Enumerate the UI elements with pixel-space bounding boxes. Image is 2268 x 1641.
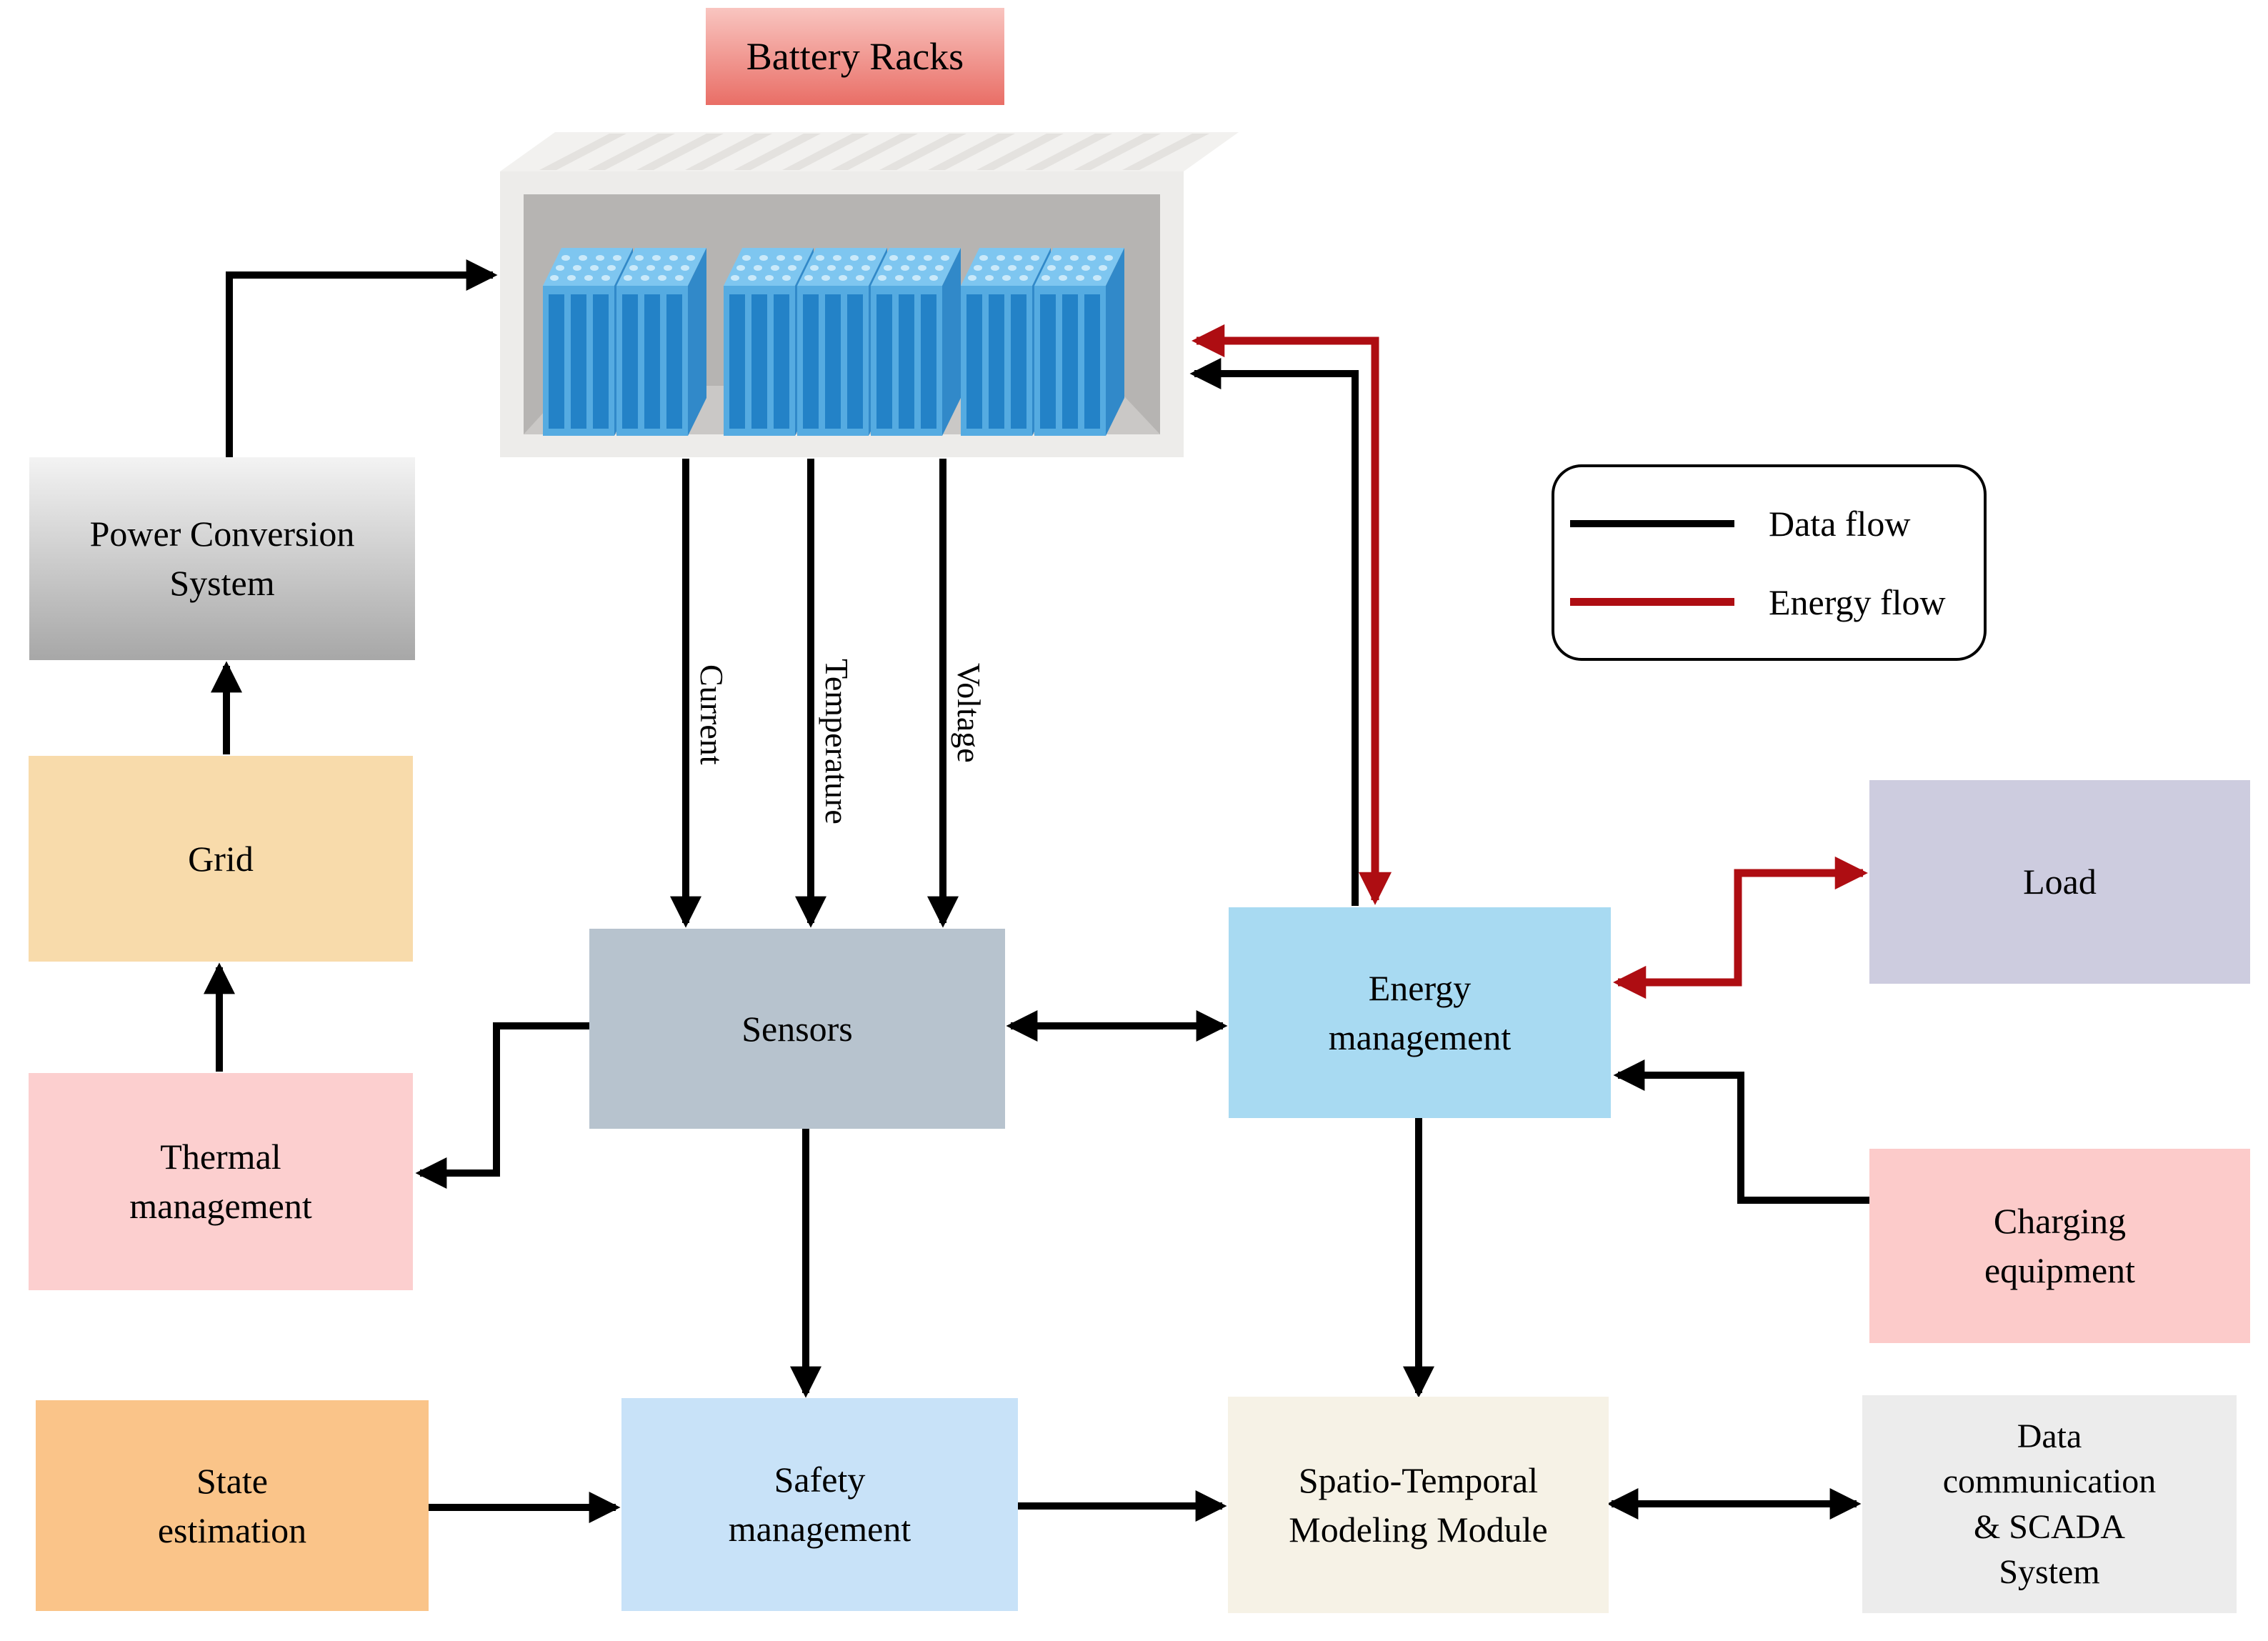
arrow-energy-load-energyflow [1613, 856, 1868, 999]
arrow-energy-rack-energyflow [1192, 324, 1392, 905]
node-thermal-management: Thermal management [29, 1073, 413, 1290]
node-spatio-temporal-modeling-module: Spatio-Temporal Modeling Module [1228, 1397, 1609, 1613]
arrow-charging-to-energy [1613, 1059, 1869, 1204]
node-power-conversion-system: Power Conversion System [29, 457, 415, 660]
arrow-sensors-to-thermal [415, 1022, 589, 1189]
arrow-label-current: Current [694, 664, 730, 765]
energy-flow-line-swatch [1570, 598, 1734, 606]
battery-rack-illustration [500, 132, 1239, 457]
node-energy-management: Energy management [1229, 907, 1611, 1118]
legend-label-energy-flow: Energy flow [1769, 582, 1946, 622]
node-safety-management: Safety management [621, 1398, 1018, 1611]
node-load: Load [1869, 780, 2250, 984]
data-flow-line-swatch [1570, 519, 1734, 527]
legend-label-data-flow: Data flow [1769, 503, 1911, 544]
legend-item-data-flow: Data flow [1570, 503, 1984, 544]
node-charging-equipment: Charging equipment [1869, 1149, 2250, 1343]
legend: Data flow Energy flow [1552, 464, 1987, 661]
arrow-energy-to-rack [1189, 357, 1359, 906]
arrow-label-voltage: Voltage [951, 663, 987, 763]
node-sensors: Sensors [589, 929, 1005, 1129]
arrow-pcs-to-rack [226, 259, 498, 457]
node-state-estimation: State estimation [36, 1400, 429, 1611]
legend-item-energy-flow: Energy flow [1570, 582, 1984, 623]
arrow-label-temperature: Temperature [819, 659, 855, 824]
node-data-communication-scada: Data communication & SCADA System [1862, 1395, 2237, 1613]
node-grid: Grid [29, 756, 413, 962]
battery-racks-label: Battery Racks [706, 8, 1004, 105]
